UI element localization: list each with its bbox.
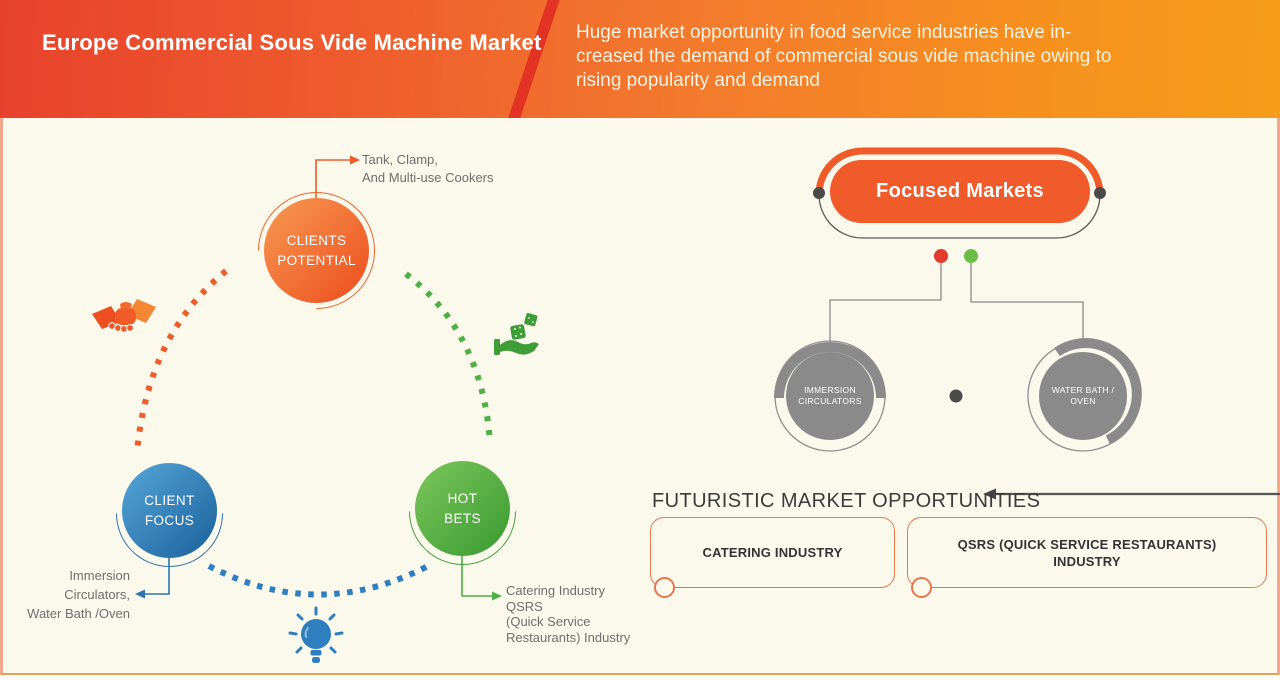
dice-hand-icon [494, 312, 540, 358]
note-line: QSRS [506, 598, 543, 614]
catering-qsrs-note: Catering Industry QSRS (Quick Service Re… [506, 583, 676, 645]
hot-bets-circle: HOT BETS [386, 435, 539, 588]
note-line: Water Bath /Oven [27, 606, 130, 621]
note-line: And Multi-use Cookers [362, 169, 494, 185]
page-title: Europe Commercial Sous Vide Machine Mark… [42, 30, 542, 55]
opportunities-heading: FUTURISTIC MARKET OPPORTUNITIES [652, 490, 1041, 512]
note-line: Catering Industry [506, 583, 605, 598]
node-label-line: CIRCULATORS [798, 396, 862, 406]
client-focus-circle: CLIENT FOCUS [93, 437, 246, 590]
circle-label: HOT [447, 490, 478, 506]
water-bath-node-label: WATER BATH / OVEN [1039, 385, 1127, 407]
box-label-line: INDUSTRY [1053, 553, 1121, 569]
circle-label: FOCUS [144, 512, 195, 528]
note-line: Immersion [69, 568, 130, 583]
qsrs-industry-box: QSRS (QUICK SERVICE RESTAURANTS) INDUSTR… [907, 517, 1267, 598]
circle-label: CLIENTS [286, 232, 347, 248]
box-label-line: CATERING INDUSTRY [702, 545, 843, 560]
header-banner: Europe Commercial Sous Vide Machine Mark… [0, 0, 1280, 118]
focused-markets-label: Focused Markets [876, 180, 1044, 202]
note-line: (Quick Service [506, 614, 591, 629]
header-subtitle: Huge market opportunity in food service … [576, 21, 1266, 93]
note-line: Tank, Clamp, [362, 152, 438, 167]
catering-industry-box: CATERING INDUSTRY [650, 517, 895, 598]
lightbulb-icon [288, 606, 344, 668]
box-corner-ring [654, 577, 675, 598]
circle-label: CLIENT [144, 492, 195, 508]
note-line: Circulators, [64, 587, 130, 602]
node-label-line: IMMERSION [804, 385, 856, 395]
subtitle-line: creased the demand of commercial sous vi… [576, 46, 1112, 67]
circle-label: POTENTIAL [277, 252, 356, 268]
circle-label: BETS [444, 510, 481, 526]
box-label-line: QSRS (QUICK SERVICE RESTAURANTS) [957, 536, 1217, 552]
node-label-line: OVEN [1070, 396, 1096, 406]
clients-potential-circle: CLIENTS POTENTIAL [233, 167, 400, 334]
note-line: Restaurants) Industry [506, 629, 631, 645]
handshake-icon [90, 296, 158, 342]
header-diagonal-stripe [505, 0, 561, 118]
subtitle-line: Huge market opportunity in food service … [576, 22, 1072, 43]
subtitle-line: rising popularity and demand [576, 70, 820, 91]
box-corner-ring [911, 577, 932, 598]
immersion-circulators-note: Immersion Circulators, Water Bath /Oven [4, 566, 130, 623]
node-label-line: WATER BATH / [1051, 385, 1115, 395]
tank-clamp-note: Tank, Clamp, And Multi-use Cookers [362, 151, 494, 186]
immersion-node-label: IMMERSION CIRCULATORS [786, 385, 874, 407]
